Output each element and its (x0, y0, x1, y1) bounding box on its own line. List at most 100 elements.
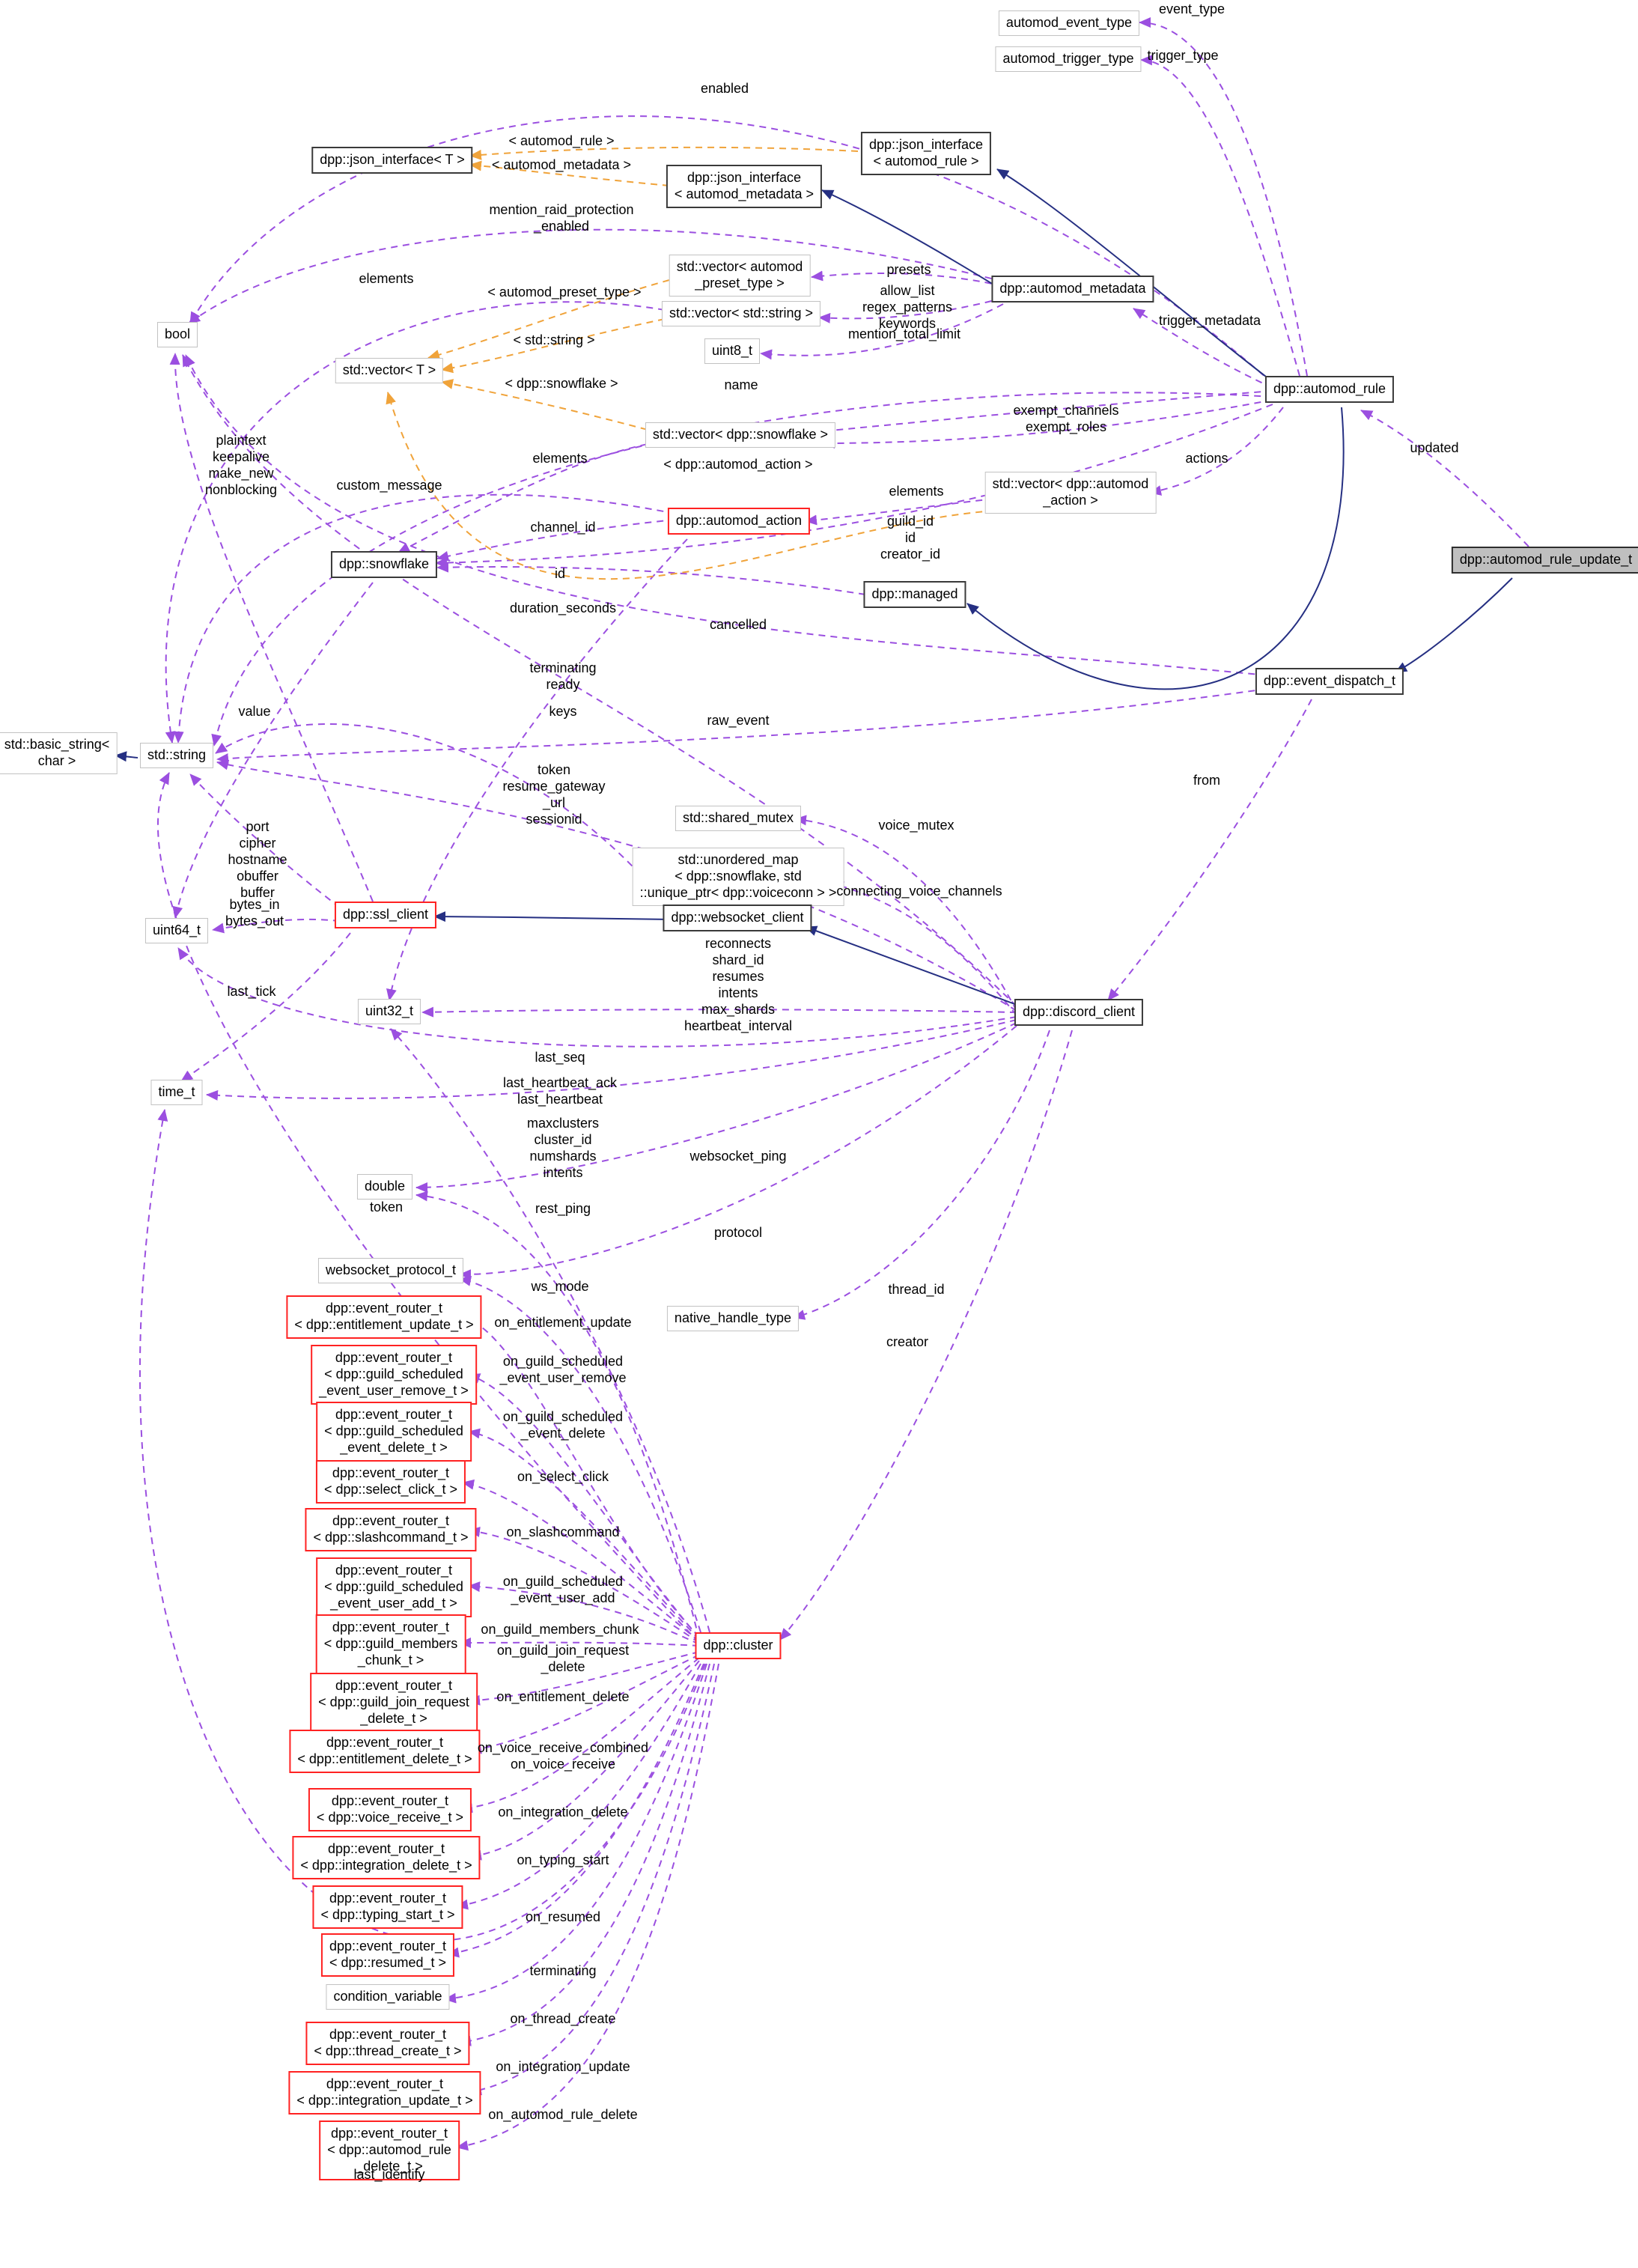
edge-automod_rule_update_t-automod_rule (1360, 410, 1529, 547)
node-basic_string[interactable]: std::basic_string< char > (0, 732, 118, 774)
edge-label-lt_automod_rule: < automod_rule > (508, 133, 615, 148)
node-discord_client[interactable]: dpp::discord_client (1014, 999, 1144, 1026)
node-shared_mutex[interactable]: std::shared_mutex (675, 806, 802, 831)
node-r_guild_join_request_delete[interactable]: dpp::event_router_t < dpp::guild_join_re… (310, 1673, 478, 1733)
edge-label-voice_mutex: voice_mutex (878, 818, 955, 833)
edge-label-last_identify: last_identify (353, 2167, 425, 2182)
node-bool[interactable]: bool (156, 322, 198, 347)
node-vector_T[interactable]: std::vector< T > (335, 358, 444, 383)
edge-vector_snowflake-snowflake (398, 441, 660, 553)
node-vector_snowflake[interactable]: std::vector< dpp::snowflake > (645, 422, 836, 448)
node-r_slashcommand[interactable]: dpp::event_router_t < dpp::slashcommand_… (305, 1508, 477, 1551)
edge-label-raw_event: raw_event (707, 713, 770, 728)
edge-automod_action-snowflake (436, 519, 676, 562)
edge-websocket_client-std_string (215, 723, 673, 911)
node-json_interface_automod_rule[interactable]: dpp::json_interface < automod_rule > (860, 132, 992, 175)
edge-label-lt_snowflake: < dpp::snowflake > (505, 376, 618, 391)
node-automod_trigger_type[interactable]: automod_trigger_type (995, 46, 1142, 72)
node-vector_std_string[interactable]: std::vector< std::string > (661, 301, 821, 326)
edge-cluster-r_integration_delete (469, 1660, 700, 1861)
edge-cluster-r_guild_members_chunk (459, 1637, 700, 1648)
edge-label-on_automod_rule_delete: on_automod_rule_delete (488, 2107, 638, 2122)
node-r_thread_create[interactable]: dpp::event_router_t < dpp::thread_create… (305, 2022, 470, 2065)
edge-discord_client-unordered_map (832, 881, 1017, 1016)
edge-label-on_resumed: on_resumed (525, 1909, 601, 1924)
node-managed[interactable]: dpp::managed (863, 581, 966, 608)
node-native_handle_type[interactable]: native_handle_type (666, 1306, 800, 1331)
edge-managed-snowflake (436, 562, 866, 595)
node-json_interface_automod_metadata[interactable]: dpp::json_interface < automod_metadata > (666, 165, 823, 208)
edge-automod_action-std_string (173, 493, 676, 744)
node-r_resumed[interactable]: dpp::event_router_t < dpp::resumed_t > (320, 1933, 455, 1977)
node-r_entitlement_update[interactable]: dpp::event_router_t < dpp::entitlement_u… (286, 1295, 482, 1339)
node-json_interface_T[interactable]: dpp::json_interface< T > (311, 147, 473, 174)
node-std_string[interactable]: std::string (139, 743, 214, 768)
edge-label-actions: actions (1185, 451, 1228, 466)
node-event_dispatch_t[interactable]: dpp::event_dispatch_t (1255, 668, 1404, 695)
edge-cluster-r_gsc_user_remove (468, 1373, 700, 1639)
node-vector_automod_action[interactable]: std::vector< dpp::automod _action > (984, 472, 1157, 514)
node-uint64_t[interactable]: uint64_t (144, 918, 209, 943)
node-uint8_t[interactable]: uint8_t (704, 338, 761, 364)
node-r_voice_receive[interactable]: dpp::event_router_t < dpp::voice_receive… (308, 1788, 472, 1831)
node-uint32_t[interactable]: uint32_t (357, 999, 421, 1024)
node-cluster[interactable]: dpp::cluster (695, 1632, 782, 1659)
edge-label-plaintext4: plaintext keepalive make_new nonblocking (204, 433, 278, 497)
edge-label-lt_action: < dpp::automod_action > (663, 457, 813, 472)
node-snowflake[interactable]: dpp::snowflake (330, 551, 438, 578)
edge-label-name: name (724, 377, 758, 392)
node-r_integration_delete[interactable]: dpp::event_router_t < dpp::integration_d… (292, 1836, 481, 1879)
edge-websocket_client-ssl_client (433, 911, 673, 922)
edge-discord_client-time_t (206, 1019, 1017, 1101)
node-r_gsc_user_add[interactable]: dpp::event_router_t < dpp::guild_schedul… (316, 1557, 472, 1617)
node-automod_event_type[interactable]: automod_event_type (998, 10, 1140, 36)
node-unordered_map[interactable]: std::unordered_map < dpp::snowflake, std… (632, 848, 844, 906)
edge-ssl_client-bool (169, 353, 374, 902)
edge-snowflake-uint64_t (172, 582, 374, 919)
edge-label-mention_total_limit: mention_total_limit (847, 326, 961, 341)
edge-automod_metadata-uint8_t (760, 303, 1004, 360)
node-r_guild_members_chunk[interactable]: dpp::event_router_t < dpp::guild_members… (315, 1614, 466, 1674)
edge-automod_rule-automod_trigger_type (1140, 55, 1300, 377)
edge-automod_rule-json_interface_automod_rule (996, 168, 1273, 383)
node-r_automod_rule_delete[interactable]: dpp::event_router_t < dpp::automod_rule … (319, 2120, 460, 2180)
node-automod_metadata[interactable]: dpp::automod_metadata (991, 276, 1154, 302)
node-r_integration_update[interactable]: dpp::event_router_t < dpp::integration_u… (288, 2071, 481, 2115)
edge-json_interface_automod_rule-json_interface_T (469, 146, 859, 160)
edge-cluster-r_slashcommand (468, 1527, 700, 1644)
node-automod_rule[interactable]: dpp::automod_rule (1264, 376, 1395, 403)
edge-cluster-r_integration_update (469, 1663, 715, 2096)
edge-label-last_seq: last_seq (535, 1050, 585, 1065)
edge-label-on_gsc_user_remove2: on_guild_scheduled _event_user_remove (499, 1354, 627, 1385)
edge-cluster-r_thread_create (459, 1663, 710, 2046)
edge-label-websocket_ping: websocket_ping (689, 1149, 787, 1164)
edge-event_dispatch_t-discord_client (1107, 699, 1312, 1001)
edge-json_interface_automod_metadata-json_interface_T (469, 160, 670, 186)
node-ssl_client[interactable]: dpp::ssl_client (334, 902, 437, 928)
edge-cluster-r_gsc_event_delete (468, 1428, 700, 1641)
edge-label-on_guild_members_chunk: on_guild_members_chunk (481, 1622, 639, 1637)
node-automod_rule_update_t[interactable]: dpp::automod_rule_update_t (1451, 547, 1638, 574)
edge-label-protocol: protocol (713, 1225, 763, 1240)
node-condition_variable[interactable]: condition_variable (326, 1984, 450, 2010)
node-double[interactable]: double (356, 1174, 413, 1200)
edge-vector_std_string-std_string (165, 301, 666, 744)
node-r_gsc_event_delete[interactable]: dpp::event_router_t < dpp::guild_schedul… (316, 1402, 472, 1462)
edge-label-on_integration_delete: on_integration_delete (498, 1805, 628, 1819)
edge-cluster-r_select_click (462, 1479, 700, 1642)
node-automod_action[interactable]: dpp::automod_action (667, 508, 811, 535)
edge-label-rest_ping: rest_ping (535, 1201, 591, 1216)
edge-label-on_gsc_user_add2: on_guild_scheduled _event_user_add (502, 1574, 624, 1605)
edge-label-maxclusters4: maxclusters cluster_id numshards intents (526, 1116, 600, 1180)
node-websocket_client[interactable]: dpp::websocket_client (663, 905, 812, 931)
node-websocket_protocol_t[interactable]: websocket_protocol_t (317, 1258, 464, 1283)
node-r_select_click[interactable]: dpp::event_router_t < dpp::select_click_… (315, 1460, 466, 1504)
edge-label-enabled: enabled (700, 81, 749, 96)
node-vector_automod_preset_type[interactable]: std::vector< automod _preset_type > (669, 255, 811, 297)
edge-vector_automod_action-automod_action (805, 498, 995, 526)
node-r_gsc_user_remove[interactable]: dpp::event_router_t < dpp::guild_schedul… (311, 1345, 477, 1405)
node-time_t[interactable]: time_t (150, 1080, 203, 1105)
node-r_typing_start[interactable]: dpp::event_router_t < dpp::typing_start_… (312, 1885, 463, 1929)
node-r_entitlement_delete[interactable]: dpp::event_router_t < dpp::entitlement_d… (289, 1730, 481, 1773)
